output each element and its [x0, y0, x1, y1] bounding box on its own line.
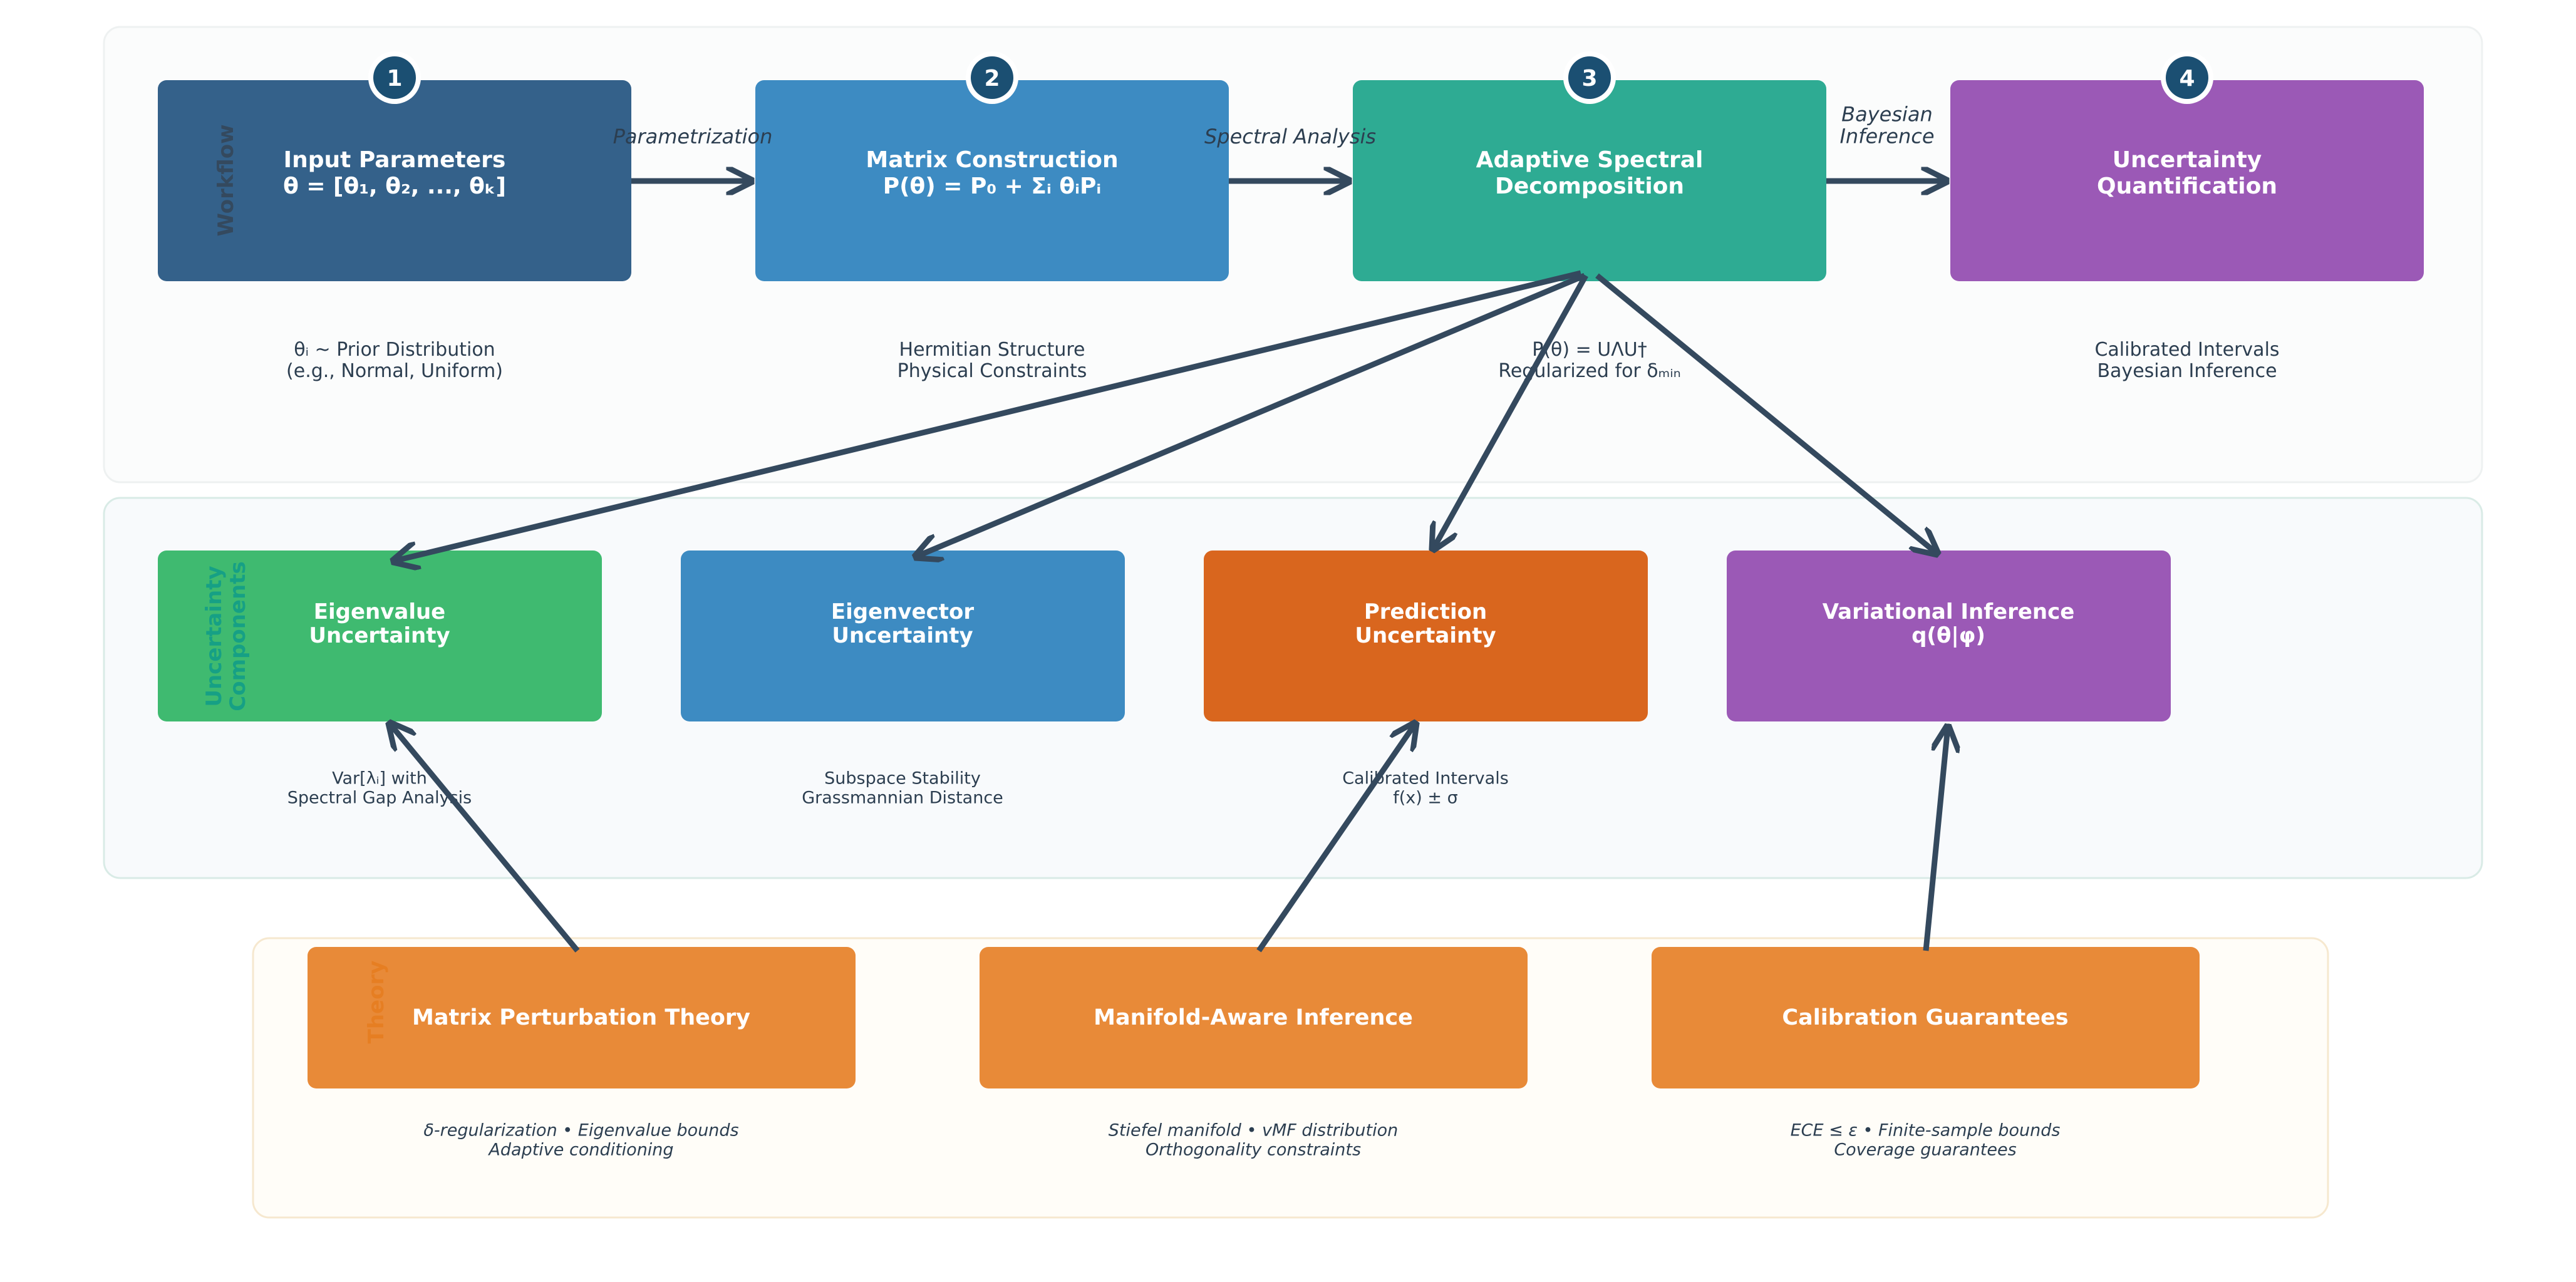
badge-3-circle: [1568, 56, 1611, 99]
badge-1-circle: [373, 56, 416, 99]
badge-3-number: 3: [1581, 66, 1597, 91]
step-1-description: θᵢ ~ Prior Distribution(e.g., Normal, Un…: [286, 339, 503, 382]
component-1-box: [158, 551, 602, 721]
arrow-decomposition-to-prediction: [1433, 274, 1588, 549]
theory-1-box: [308, 947, 856, 1088]
workflow-panel: [103, 26, 2483, 483]
components-panel-label: UncertaintyComponents: [202, 561, 251, 711]
arrow-perturbation-to-eigenvalue: [390, 723, 580, 953]
badge-1-number: 1: [386, 66, 402, 91]
theory-panel-label: Theory: [364, 961, 389, 1044]
step-4-box: [1950, 80, 2424, 281]
arrow-manifold-to-prediction: [1256, 723, 1415, 953]
badge-4-circle: [2166, 56, 2208, 99]
step-2-box: [755, 80, 1229, 281]
step-3-box: [1353, 80, 1826, 281]
edge-label-parametrization: Parametrization: [613, 125, 773, 148]
arrow-decomposition-to-eigenvector: [916, 272, 1586, 557]
badge-2-circle: [971, 56, 1013, 99]
step-badge-2: 2: [966, 51, 1018, 104]
badge-4-number: 4: [2179, 66, 2195, 91]
workflow-panel-label: Workflow: [214, 125, 239, 237]
step-badge-1: 1: [368, 51, 421, 104]
theory-1-title: Matrix Perturbation Theory: [412, 1005, 750, 1030]
arrow-decomposition-to-eigenvalue: [393, 270, 1582, 561]
component-3-box: [1204, 551, 1648, 721]
theory-3-box: [1652, 947, 2200, 1088]
badge-2-number: 2: [984, 66, 1000, 91]
theory-matrix-perturbation: Matrix Perturbation Theory: [308, 947, 856, 1088]
step-badge-3: 3: [1563, 51, 1616, 104]
theory-2-title: Manifold-Aware Inference: [1094, 1005, 1413, 1030]
step-3-description: P(θ) = UΛU†Regularized for δₘᵢₙ: [1498, 339, 1680, 382]
step-1-box: [158, 80, 631, 281]
arrow-decomposition-to-variational: [1595, 273, 1937, 554]
theory-2-box: [980, 947, 1528, 1088]
theory-3-title: Calibration Guarantees: [1782, 1005, 2068, 1030]
edge-label-spectral-analysis: Spectral Analysis: [1204, 125, 1376, 148]
arrow-calibration-to-variational: [1923, 726, 1948, 951]
component-2-box: [681, 551, 1125, 721]
theory-calibration: Calibration Guarantees: [1652, 947, 2200, 1088]
component-4-box: [1727, 551, 2171, 721]
theory-manifold-aware: Manifold-Aware Inference: [980, 947, 1528, 1088]
step-badge-4: 4: [2161, 51, 2213, 104]
